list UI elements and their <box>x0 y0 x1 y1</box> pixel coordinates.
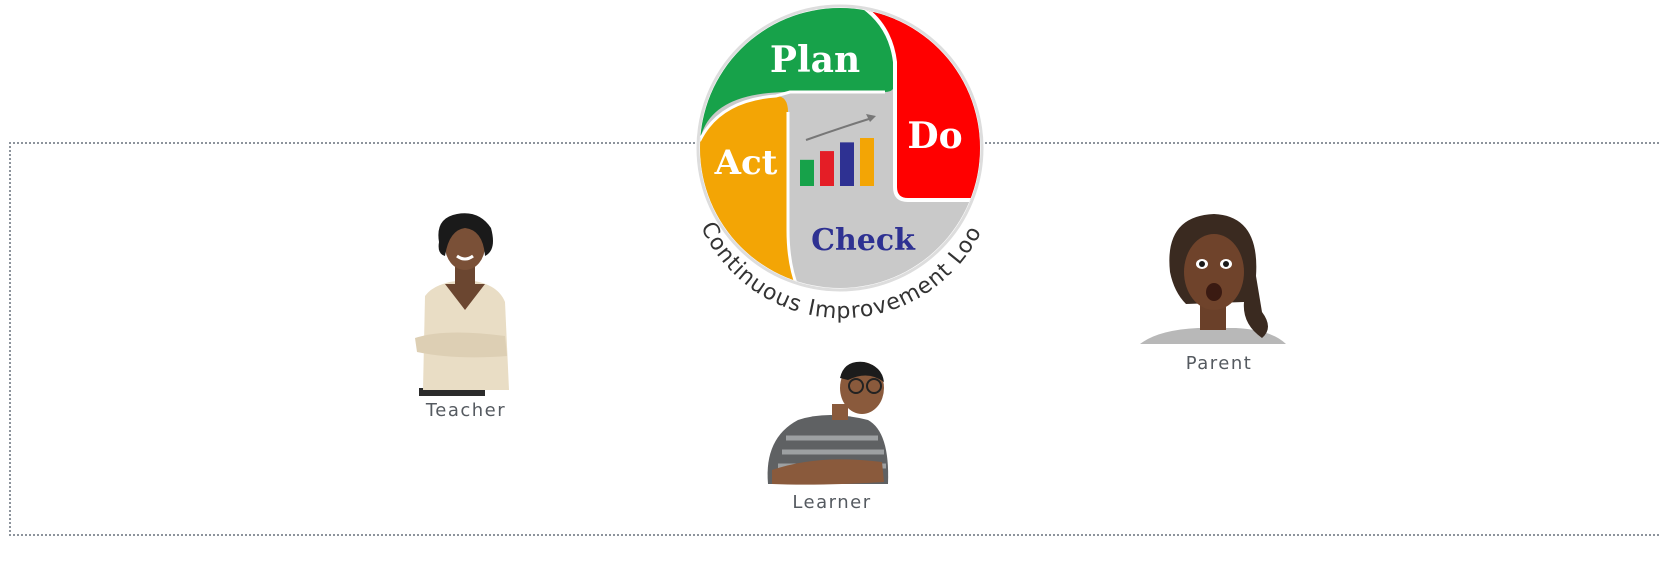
act-label: Act <box>714 143 778 183</box>
teacher-label: Teacher <box>425 400 507 421</box>
plan-label: Plan <box>770 39 860 81</box>
pdca-cycle-diagram: Plan Do Act Check Continuous Improvement… <box>680 0 986 324</box>
learner-label: Learner <box>792 492 872 513</box>
mini-bar <box>860 138 874 186</box>
bar-chart-icon <box>800 138 874 186</box>
parent-photo <box>1140 214 1286 344</box>
learner-photo <box>767 361 889 485</box>
teacher-photo <box>415 213 509 396</box>
do-label: Do <box>907 115 962 157</box>
parent-label: Parent <box>1185 353 1253 374</box>
mini-bar <box>840 142 854 186</box>
trend-arrow-icon <box>805 117 873 141</box>
check-label: Check <box>811 223 916 258</box>
mini-bar <box>800 159 814 186</box>
mini-bar <box>820 151 834 186</box>
